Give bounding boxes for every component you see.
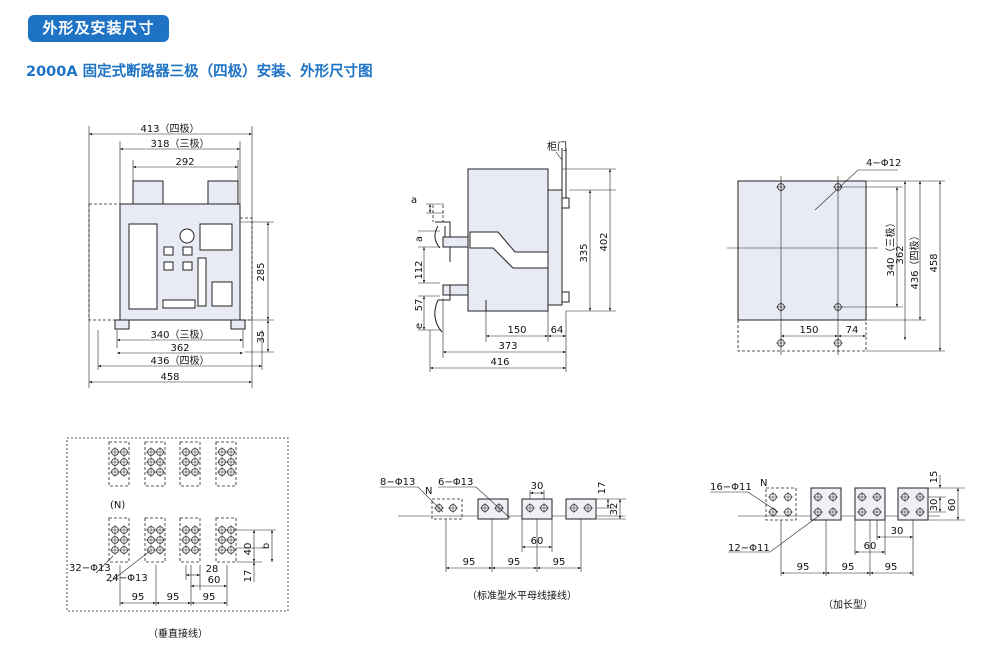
dim-436-mount: 436（四极） [908,230,921,289]
section-tag: 外形及安装尺寸 [28,15,169,42]
dim-340-mount: 340（三极） [884,217,897,276]
dim-60-horiz: 60 [531,536,544,547]
holes-16: 16−Φ11 [710,482,752,493]
dim-95b-horiz: 95 [508,557,521,568]
vertical-connection: (N) 32−Φ13 24−Φ13 40 b 17 28 60 95 95 95… [66,437,289,640]
dim-340: 340（三极） [150,328,209,341]
holes-32: 32−Φ13 [69,563,111,574]
door-label: 柜门 [547,140,567,153]
extended-type: 16−Φ11 12−Φ11 N 15 30 60 30 60 95 95 95 … [710,471,965,611]
dim-95a-ext: 95 [797,562,810,573]
dim-60-vert: 60 [208,575,221,586]
horizontal-connection: 8−Φ13 6−Φ13 N 30 17 32 60 95 95 95 （标准型水… [380,477,626,602]
dim-57: 57 [414,299,425,312]
dim-30b-ext: 30 [891,526,904,537]
holes-label: 4−Φ12 [866,158,901,169]
dim-95c-vert: 95 [203,592,216,603]
dim-292: 292 [175,157,194,168]
dim-458-mount: 458 [929,253,940,272]
page-title: 2000A 固定式断路器三极（四极）安装、外形尺寸图 [26,64,373,80]
dim-402: 402 [599,232,610,251]
dim-74-mount: 74 [846,325,859,336]
caption-horizontal: （标准型水平母线接线） [467,589,577,602]
dim-28-vert: 28 [206,564,219,575]
caption-vertical: （垂直接线） [148,627,208,640]
dim-95c-horiz: 95 [553,557,566,568]
dim-15-ext: 15 [929,471,940,484]
dim-e: e [414,323,425,329]
n-label-ext: N [760,478,767,489]
dim-373: 373 [498,341,517,352]
dim-335: 335 [579,243,590,262]
side-view: 柜门 a a 112 57 e 335 402 [411,140,616,372]
dim-a: a [414,236,425,242]
dim-64: 64 [551,325,564,336]
dim-32-horiz: 32 [609,503,620,516]
dim-150: 150 [507,325,526,336]
dim-95a-horiz: 95 [463,557,476,568]
dim-17-horiz: 17 [597,482,608,495]
dim-a-top: a [411,195,417,206]
dim-95b-ext: 95 [842,562,855,573]
dim-30-ext: 30 [929,499,940,512]
dim-17-vert: 17 [243,570,254,583]
dim-95b-vert: 95 [167,592,180,603]
dim-416: 416 [490,357,509,368]
dim-112: 112 [414,260,425,279]
dim-362-mount: 362 [895,245,906,264]
dim-60b-ext: 60 [864,541,877,552]
dim-30-horiz: 30 [531,481,544,492]
dim-40-vert: 40 [243,543,254,556]
caption-extended: （加长型） [823,598,873,611]
dim-95a-vert: 95 [132,592,145,603]
dim-413: 413（四极） [140,122,199,135]
dim-35: 35 [256,331,267,344]
holes-12: 12−Φ11 [728,543,770,554]
dim-b-vert: b [261,543,272,549]
dim-458: 458 [160,372,179,383]
dim-150-mount: 150 [799,325,818,336]
n-label-vertical: (N) [110,500,125,511]
holes-6: 6−Φ13 [438,477,473,488]
dim-285: 285 [256,262,267,281]
mounting-view: 4−Φ12 340（三极） 362 436（四极） 458 150 74 [727,158,945,355]
dim-95c-ext: 95 [885,562,898,573]
n-label-horiz: N [425,486,432,497]
holes-24: 24−Φ13 [106,573,148,584]
holes-8: 8−Φ13 [380,477,415,488]
dim-362: 362 [170,343,189,354]
front-view: 413（四极） 318（三极） 292 340（三极） 362 436（四极） … [88,122,274,388]
dim-436: 436（四极） [150,354,209,367]
dim-60-ext: 60 [947,499,958,512]
dim-318: 318（三极） [150,137,209,150]
